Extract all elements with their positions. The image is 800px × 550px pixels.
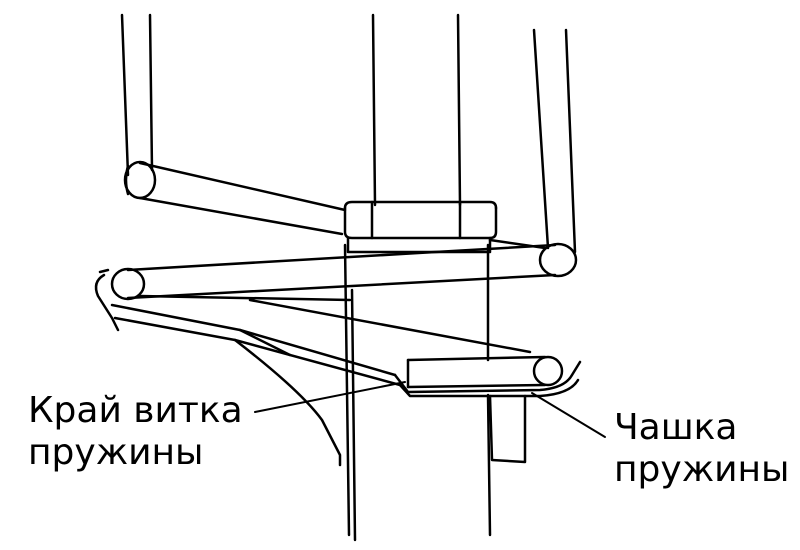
lower-coil-end: [406, 355, 564, 389]
strut-housing: [120, 13, 577, 254]
middle-coil: [110, 238, 578, 354]
coil-end-label-line2: пружины: [28, 432, 204, 473]
coil-end-label: Край витка пружины: [28, 390, 243, 474]
spring-seat: [94, 268, 582, 467]
spring-cup-label-line1: Чашка: [614, 407, 738, 448]
top-nut: [343, 200, 498, 254]
coil-end-label-line1: Край витка: [28, 390, 243, 431]
spring-cup-label: Чашка пружины: [614, 407, 789, 491]
damper-tube: [343, 13, 492, 542]
upper-coil: [123, 160, 347, 236]
leader-lines: [254, 381, 606, 438]
spring-cup-label-line2: пружины: [614, 449, 790, 490]
